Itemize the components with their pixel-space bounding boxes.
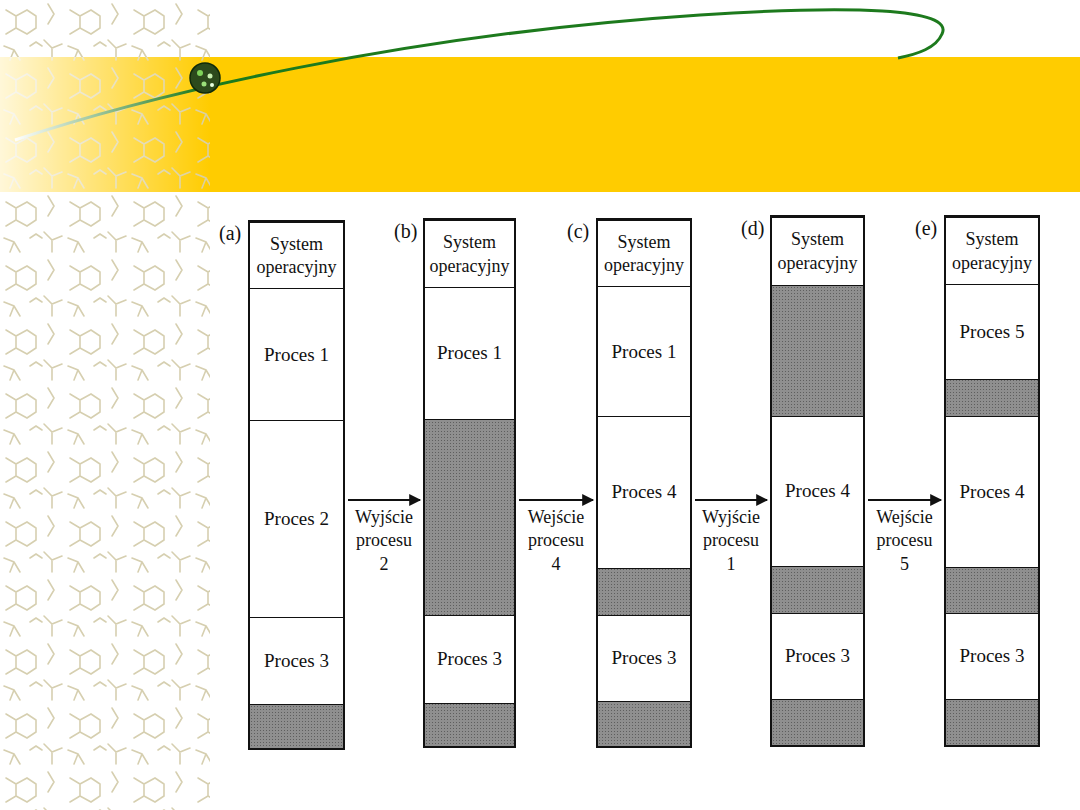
partition-label: Proces 3 xyxy=(785,644,850,669)
memory-partition: Proces 1 xyxy=(425,287,514,420)
memory-partition: Proces 5 xyxy=(946,284,1038,380)
swoosh-ball xyxy=(190,63,220,93)
header-band xyxy=(0,57,1080,192)
pattern-strip xyxy=(0,0,210,810)
memory-column: (a)System operacyjnyProces 1Proces 2Proc… xyxy=(248,220,345,750)
memory-partition: Proces 4 xyxy=(946,416,1038,568)
memory-partition: System operacyjny xyxy=(946,217,1038,286)
memory-partition: Proces 4 xyxy=(598,416,690,569)
partition-label: Proces 3 xyxy=(264,649,329,674)
transition-label: Wejście procesu 5 xyxy=(875,506,934,576)
memory-column: (c)System operacyjnyProces 1Proces 4Proc… xyxy=(596,218,692,748)
partition-label: Proces 1 xyxy=(264,343,329,368)
memory-column: (b)System operacyjnyProces 1Proces 3 xyxy=(423,218,516,748)
transition-label: Wyjście procesu 1 xyxy=(701,506,761,576)
panel-label: (b) xyxy=(394,220,417,243)
transition-arrow xyxy=(348,499,420,501)
partition-label: Proces 3 xyxy=(437,647,502,672)
partition-label: System operacyjny xyxy=(949,228,1035,275)
memory-partition: Proces 1 xyxy=(598,286,690,418)
memory-partition: Proces 3 xyxy=(946,613,1038,700)
partition-label: System operacyjny xyxy=(601,231,687,278)
partition-label: Proces 4 xyxy=(785,479,850,504)
partition-label: System operacyjny xyxy=(428,231,511,278)
partition-label: Proces 3 xyxy=(960,644,1025,669)
partition-label: Proces 4 xyxy=(612,480,677,505)
memory-partition: Proces 3 xyxy=(772,613,863,700)
ball-dot xyxy=(202,82,207,87)
partition-label: Proces 5 xyxy=(960,320,1025,345)
transition-arrow xyxy=(519,499,593,501)
memory-partition: System operacyjny xyxy=(598,220,690,288)
memory-partition: Proces 3 xyxy=(425,615,514,704)
swoosh-line xyxy=(15,10,943,140)
partition-label: Proces 3 xyxy=(612,646,677,671)
transition-label: Wejście procesu 4 xyxy=(527,506,586,576)
memory-partition: System operacyjny xyxy=(250,222,343,290)
partition-label: Proces 1 xyxy=(612,340,677,365)
transition-arrow xyxy=(695,499,767,501)
partition-label: System operacyjny xyxy=(253,233,340,280)
ball-dot xyxy=(197,70,203,76)
transition-arrow xyxy=(868,499,941,501)
partition-label: System operacyjny xyxy=(775,228,860,275)
panel-label: (c) xyxy=(567,220,589,243)
ball-dot xyxy=(210,83,214,87)
memory-partition: System operacyjny xyxy=(772,217,863,286)
panel-label: (a) xyxy=(219,222,241,245)
panel-label: (d) xyxy=(741,217,764,240)
memory-partition: Proces 3 xyxy=(250,617,343,705)
partition-label: Proces 1 xyxy=(437,341,502,366)
partition-label: Proces 2 xyxy=(264,507,329,532)
transition-label: Wyjście procesu 2 xyxy=(354,506,414,576)
pattern-strip xyxy=(0,57,210,192)
memory-partition: Proces 2 xyxy=(250,420,343,619)
memory-partition: Proces 3 xyxy=(598,615,690,702)
memory-column: (d)System operacyjnyProces 4Proces 3 xyxy=(770,215,865,747)
band-fade xyxy=(0,57,210,192)
memory-partition: Proces 1 xyxy=(250,288,343,422)
memory-column: (e)System operacyjnyProces 5Proces 4Proc… xyxy=(944,215,1040,747)
ball-dot xyxy=(208,74,213,79)
partition-label: Proces 4 xyxy=(960,480,1025,505)
panel-label: (e) xyxy=(915,217,937,240)
memory-partition: Proces 4 xyxy=(772,416,863,567)
memory-partition: System operacyjny xyxy=(425,220,514,289)
